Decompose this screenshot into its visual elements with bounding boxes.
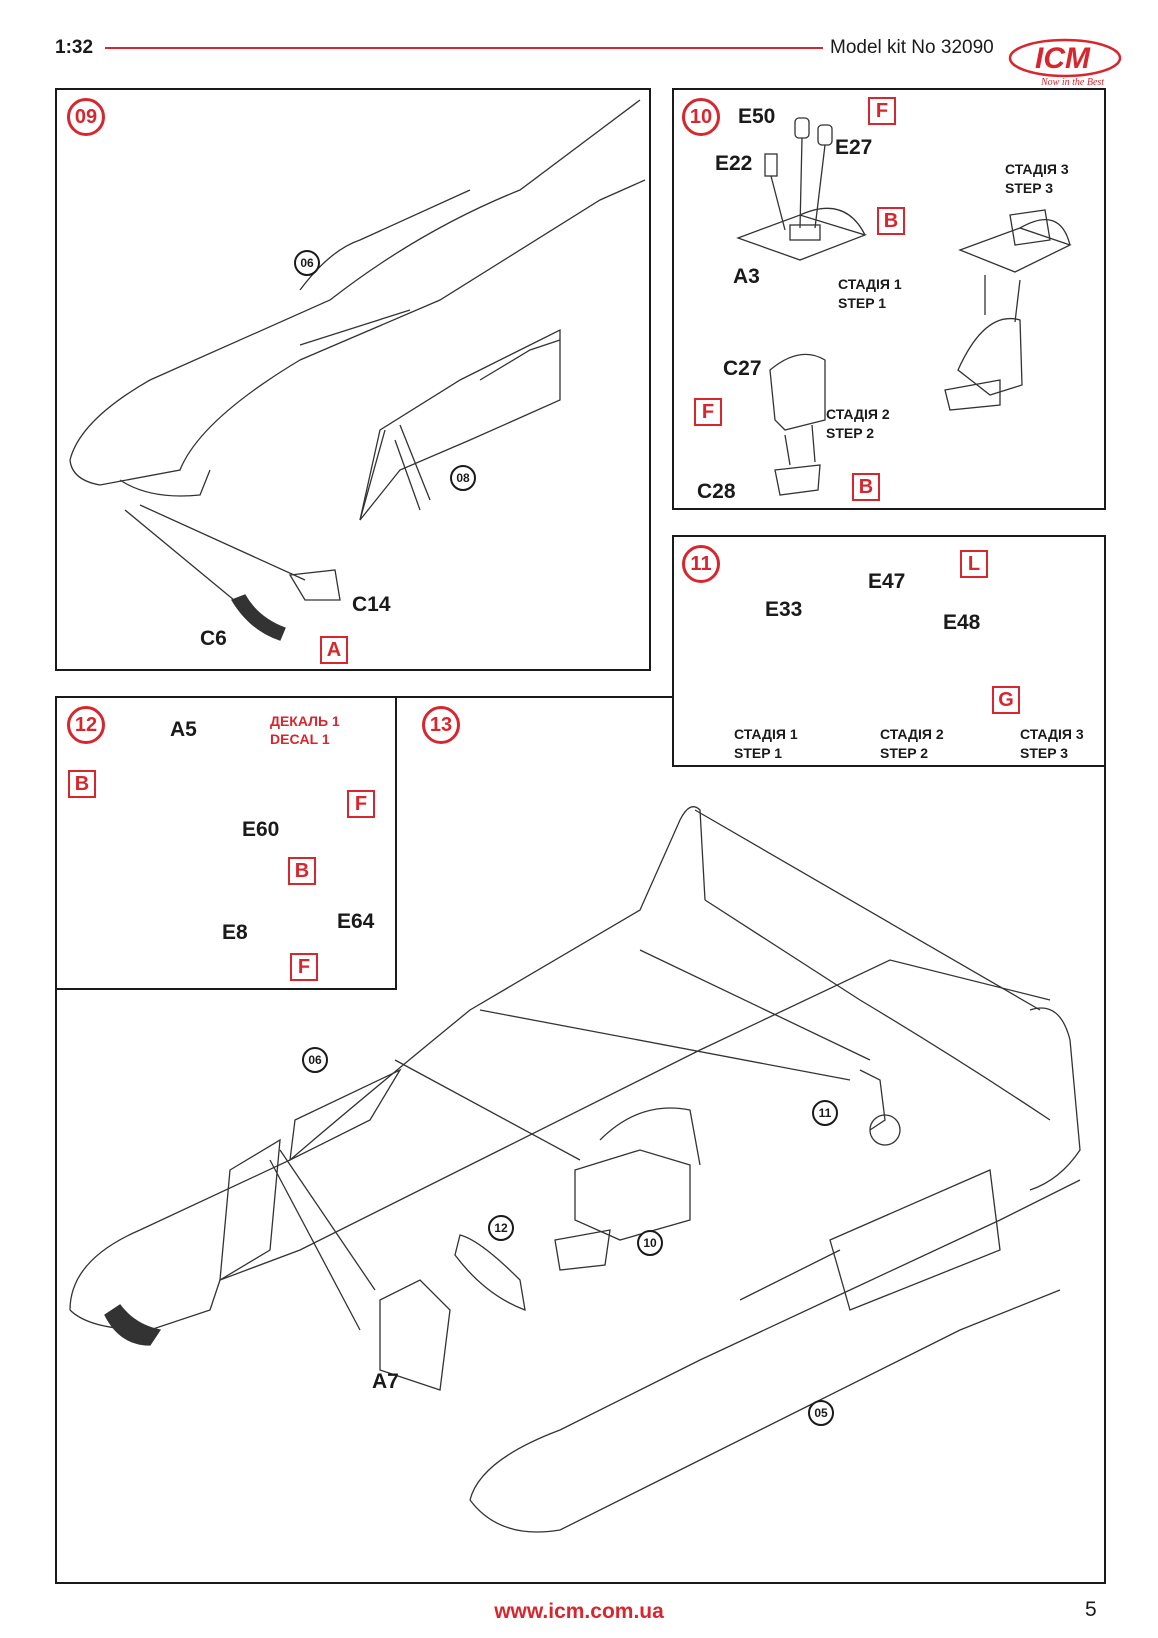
color-code-F: F: [868, 97, 896, 125]
color-code-F-4: F: [290, 953, 318, 981]
color-code-B-2: B: [852, 473, 880, 501]
ref-step-08: 08: [450, 465, 476, 491]
part-E48: E48: [943, 611, 981, 634]
part-A3: A3: [733, 265, 760, 288]
color-code-B-3: B: [68, 770, 96, 798]
part-E22: E22: [715, 152, 753, 175]
step-10-panel: [672, 88, 1106, 510]
part-C27: C27: [723, 357, 762, 380]
part-E60: E60: [242, 818, 280, 841]
part-C6: C6: [200, 627, 227, 650]
kit-number: Model kit No 32090: [830, 37, 994, 58]
step-12-number: 12: [67, 706, 105, 744]
step-09-number: 09: [67, 98, 105, 136]
ref-step-10: 10: [637, 1230, 663, 1256]
ref-step-12: 12: [488, 1215, 514, 1241]
color-code-A: A: [320, 636, 348, 664]
step-13-number: 13: [422, 706, 460, 744]
svg-text:Now in the Best: Now in the Best: [1040, 77, 1104, 88]
ref-step-05: 05: [808, 1400, 834, 1426]
part-E47: E47: [868, 570, 906, 593]
step-09-panel: [55, 88, 651, 671]
part-E8: E8: [222, 921, 248, 944]
ref-step-06: 06: [294, 250, 320, 276]
scale-label: 1:32: [55, 37, 94, 58]
part-E27: E27: [835, 136, 873, 159]
step-10-number: 10: [682, 98, 720, 136]
color-code-F-3: F: [347, 790, 375, 818]
part-E64: E64: [337, 910, 375, 933]
color-code-L: L: [960, 550, 988, 578]
ref-step-11: 11: [812, 1100, 838, 1126]
color-code-B: B: [877, 207, 905, 235]
svg-text:ICM: ICM: [1035, 42, 1091, 75]
color-code-G: G: [992, 686, 1020, 714]
ref-step-06-b: 06: [302, 1047, 328, 1073]
part-A5: A5: [170, 718, 197, 741]
website-link[interactable]: www.icm.com.ua: [494, 1600, 664, 1623]
icm-logo: ICM Now in the Best: [1005, 30, 1135, 90]
part-A7: A7: [372, 1370, 399, 1393]
step-11-number: 11: [682, 545, 720, 583]
part-C28: C28: [697, 480, 736, 503]
part-E50: E50: [738, 105, 776, 128]
part-C14: C14: [352, 593, 391, 616]
step-12-panel: [55, 696, 397, 990]
color-code-B-4: B: [288, 857, 316, 885]
part-E33: E33: [765, 598, 803, 621]
header-rule: [105, 47, 823, 49]
step-13-panel: [55, 696, 1106, 1584]
color-code-F-2: F: [694, 398, 722, 426]
page-number: 5: [1085, 1598, 1097, 1621]
